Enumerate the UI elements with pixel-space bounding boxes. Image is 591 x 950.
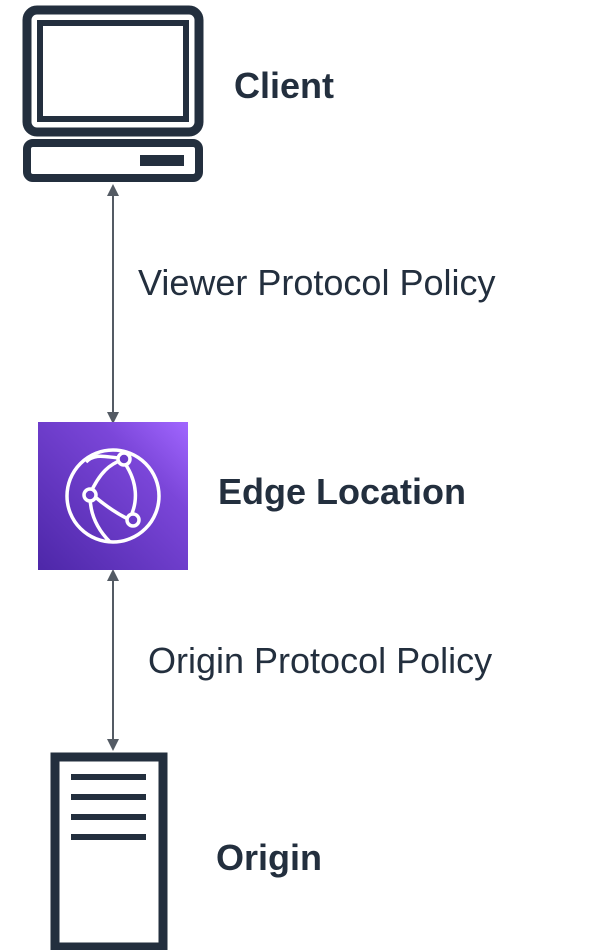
cloudfront-edge-icon — [38, 422, 188, 570]
server-icon — [50, 752, 168, 950]
viewer-protocol-policy-label: Viewer Protocol Policy — [138, 262, 496, 303]
client-label: Client — [234, 65, 335, 106]
edge-location-label: Edge Location — [218, 471, 467, 512]
origin-protocol-policy-label: Origin Protocol Policy — [148, 640, 493, 681]
origin-label: Origin — [216, 837, 322, 878]
laptop-icon — [22, 5, 204, 182]
